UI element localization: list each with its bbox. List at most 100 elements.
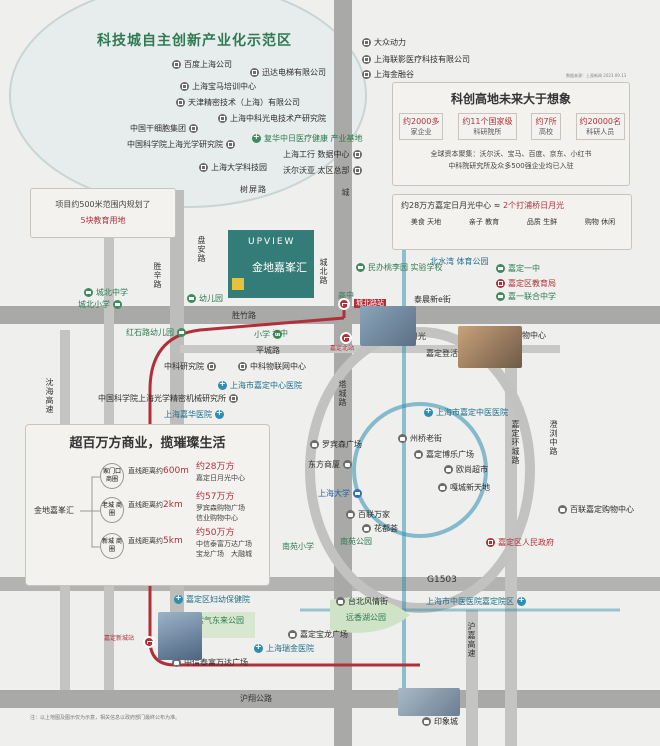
poi-gacheng[interactable]: 嘎城新天地 xyxy=(438,483,490,492)
school-icon xyxy=(496,264,505,273)
poi-yinxiangcheng[interactable]: 印象城 xyxy=(422,717,458,726)
stat-institutes: 约11个国家级 科研院所 xyxy=(458,113,517,140)
shop-icon xyxy=(343,460,352,469)
poi-government[interactable]: 嘉定区人民政府 xyxy=(486,538,554,547)
school-icon xyxy=(273,330,282,339)
row3-dist: 直线距离约5km xyxy=(128,536,183,546)
shop-icon xyxy=(346,510,355,519)
metro-icon-chengbei xyxy=(338,298,350,310)
card-food[interactable]: 美食 天地 xyxy=(410,218,442,226)
poi-volvo[interactable]: 沃尔沃亚 太区总部 xyxy=(283,166,362,175)
poi-cas-precision[interactable]: 中国科学院上海光学精密机械研究所 xyxy=(98,394,238,403)
poi-zhouqiao[interactable]: 州桥老街 xyxy=(398,434,442,443)
row2-size: 约57万方 xyxy=(196,492,235,502)
poi-fuhua[interactable]: 复华中日医疗健康 产业基地 xyxy=(252,133,363,143)
road-label-shengxin: 胜辛路 xyxy=(153,262,162,289)
road-label-chengbei: 城北路 xyxy=(319,258,328,285)
row1-dist: 直线距离约600m xyxy=(128,466,189,476)
poi-hongshi-kindergarten[interactable]: 红石路幼儿园 xyxy=(126,328,186,337)
road-shengzhu xyxy=(0,306,660,324)
poi-baidu[interactable]: 百度上海公司 xyxy=(172,60,232,69)
poi-central-hospital[interactable]: 上海市嘉定中心医院 xyxy=(218,380,302,390)
poi-maternity[interactable]: 嘉定区妇幼保健院 xyxy=(174,594,250,604)
poi-tianjin[interactable]: 天津精密技术（上海）有限公司 xyxy=(176,98,300,107)
commerce-panel: 超百万方商业，揽璀璨生活 金地嘉峯汇 家门口 商圈 老城 商圈 新城 商圈 直线… xyxy=(25,424,270,586)
poi-iot-center[interactable]: 中科物联网中心 xyxy=(238,362,306,371)
poi-chengbei-middle[interactable]: 城北中学 xyxy=(84,288,128,297)
hospital-icon xyxy=(218,380,227,390)
poi-primary[interactable]: 小学 xyxy=(254,330,282,339)
poi-taoli[interactable]: 民办桃李园 实验学校 xyxy=(356,263,443,272)
poi-bailian-wanjia[interactable]: 百联万家 xyxy=(346,510,390,519)
school-icon xyxy=(177,328,186,337)
government-icon xyxy=(496,279,505,288)
poi-bole[interactable]: 嘉定博乐广场 xyxy=(414,450,474,459)
poi-edu-bureau[interactable]: 嘉定区教育局 xyxy=(496,279,556,288)
education-panel: 项目约500米范围内规划了 5块教育用地 xyxy=(30,188,176,238)
poi-huaduhui[interactable]: 花都荟 xyxy=(362,524,398,533)
stat-enterprises: 约2000多 家企业 xyxy=(399,113,444,140)
poi-finance-valley[interactable]: 上海金融谷 xyxy=(362,70,414,79)
poi-auchan[interactable]: 欧尚超市 xyxy=(444,465,488,474)
road-label-huxiang: 沪翔公路 xyxy=(240,694,272,703)
card-kids[interactable]: 亲子 教育 xyxy=(468,218,500,226)
poi-ruijin[interactable]: 上海瑞金医院 xyxy=(254,643,314,653)
road-label-shuping: 树屏路 xyxy=(240,185,267,194)
poi-dongfang[interactable]: 东方商厦 xyxy=(308,460,352,469)
poi-ziqi-park[interactable]: 紫气东来公园 xyxy=(196,616,244,625)
poi-baolong[interactable]: 嘉定宝龙广场 xyxy=(288,630,348,639)
poi-united-imaging[interactable]: 上海联影医疗科技有限公司 xyxy=(362,55,470,64)
poi-chengbei-primary[interactable]: 城北小学 xyxy=(78,300,122,309)
circle-doorstep: 家门口 商圈 xyxy=(100,463,124,489)
poi-taichen[interactable]: 泰晨新e街 xyxy=(414,295,451,304)
building-icon xyxy=(362,38,371,47)
commerce-title: 超百万方商业，揽璀璨生活 xyxy=(69,436,226,451)
poi-jiayi-union[interactable]: 嘉一联合中学 xyxy=(496,292,556,301)
poi-kindergarten[interactable]: 幼儿园 xyxy=(187,294,223,303)
poi-taipei-street[interactable]: 台北风情街 xyxy=(336,597,388,606)
poi-icbc-data[interactable]: 上海工行 数据中心 xyxy=(283,150,362,159)
shop-icon xyxy=(438,483,447,492)
poi-zhongke[interactable]: 上海中科光电技术产研究院 xyxy=(218,114,326,123)
poi-cas-optics[interactable]: 中国科学院上海光学研究院 xyxy=(127,140,235,149)
poi-stemcell[interactable]: 中国干细胞集团 xyxy=(130,124,198,133)
poi-tcm-hospital[interactable]: 上海市嘉定中医医院 xyxy=(424,407,508,417)
hospital-icon xyxy=(254,643,263,653)
shop-icon xyxy=(362,524,371,533)
row2-name2: 信业购物中心 xyxy=(196,514,238,522)
poi-citic-wanda[interactable]: 中信泰富万达广场 xyxy=(172,658,248,667)
poi-jiading-no1[interactable]: 嘉定一中 xyxy=(496,264,540,273)
row1-size: 约28万方 xyxy=(196,462,235,472)
poi-beishuiwan-park[interactable]: 北水湾 体育公园 xyxy=(430,257,489,266)
hospital-icon xyxy=(174,594,183,604)
poi-xinye[interactable]: 信业购物中心 xyxy=(498,331,546,340)
station-xincheng[interactable]: 嘉定新城站 xyxy=(104,635,135,642)
shop-icon xyxy=(422,717,431,726)
poi-jiahua-hospital[interactable]: 上海嘉华医院 xyxy=(164,409,224,419)
riyue-panel: 约28万方嘉定日月光中心 ≈ 2个打浦桥日月光 美食 天地 亲子 教育 品质 生… xyxy=(392,194,632,250)
poi-shu-park[interactable]: 上海大学科技园 xyxy=(199,163,267,172)
poi-junior[interactable]: 初中 xyxy=(272,329,288,338)
poi-robinson[interactable]: 罗宾森广场 xyxy=(310,440,362,449)
building-icon xyxy=(352,150,362,159)
poi-yuanxiang-lake[interactable]: 远香湖公园 xyxy=(346,613,386,622)
shop-icon xyxy=(558,505,567,514)
hospital-icon xyxy=(215,409,224,419)
poi-xunda[interactable]: 迅达电梯有限公司 xyxy=(250,68,326,77)
station-jiadingbei[interactable]: 嘉定北站 xyxy=(330,345,355,352)
row2-dist: 直线距离约2km xyxy=(128,500,183,510)
poi-nanyuan-park[interactable]: 南苑公园 xyxy=(340,537,372,546)
poi-high[interactable]: 高中 xyxy=(338,291,354,300)
card-shopping[interactable]: 购物 休闲 xyxy=(584,218,616,226)
card-fresh[interactable]: 品质 生鲜 xyxy=(526,218,558,226)
poi-shanghai-university[interactable]: 上海大学 xyxy=(318,489,362,498)
poi-dazhong[interactable]: 大众动力 xyxy=(362,38,406,47)
poi-denghuo[interactable]: 嘉定登活店 xyxy=(426,349,466,358)
poi-zhongke-institute[interactable]: 中科研究院 xyxy=(164,362,216,371)
poi-bailian-jiading[interactable]: 百联嘉定购物中心 xyxy=(558,505,634,514)
poi-nanyuan-primary[interactable]: 南苑小学 xyxy=(282,542,314,551)
shop-icon xyxy=(172,658,181,667)
poi-tcm-jiading[interactable]: 上海市中医医院嘉定院区 xyxy=(426,596,526,606)
poi-bmw[interactable]: 上海宝马培训中心 xyxy=(180,82,256,91)
station-chengbei[interactable]: 城北路站 xyxy=(354,299,386,308)
